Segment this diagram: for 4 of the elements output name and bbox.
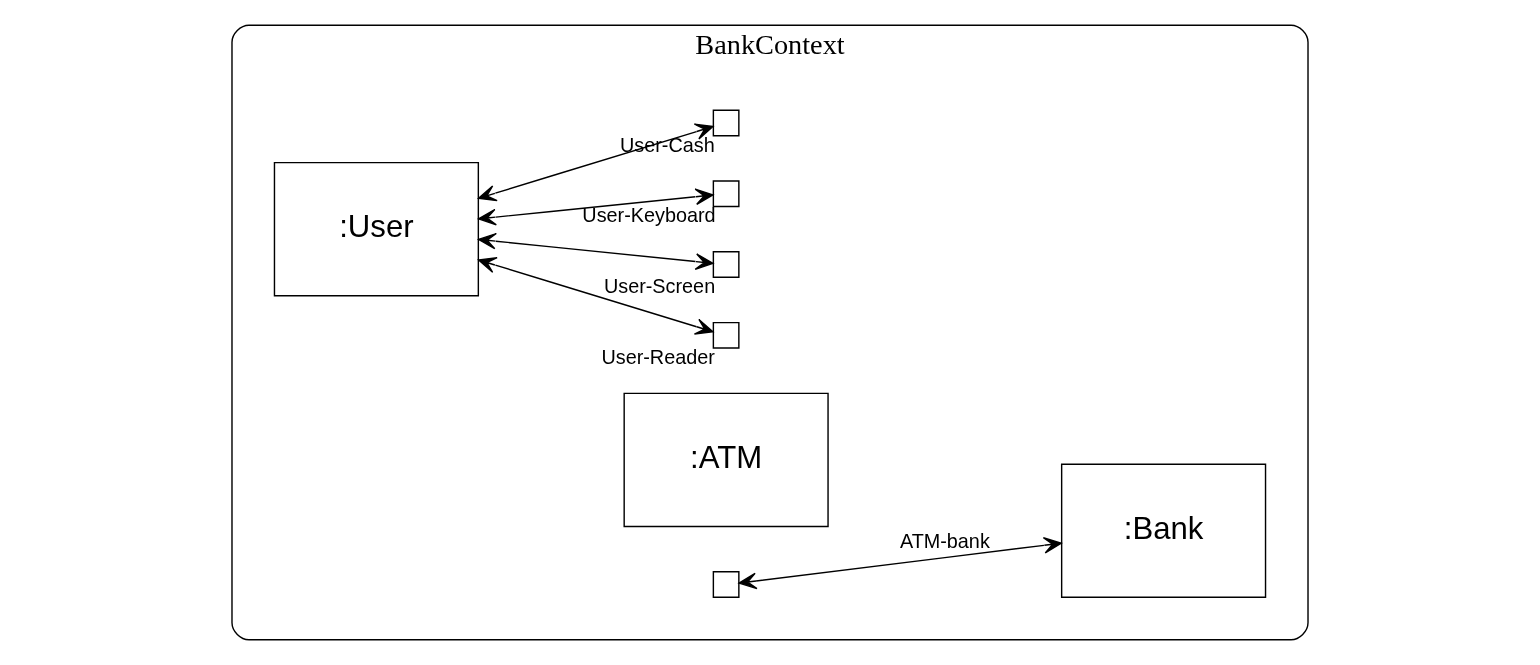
node-label: User-Screen (603, 275, 716, 298)
node-label: User-Keyboard (582, 204, 716, 227)
edge-label: ATM-bank (899, 529, 990, 552)
node-label: User-Reader (601, 345, 715, 368)
